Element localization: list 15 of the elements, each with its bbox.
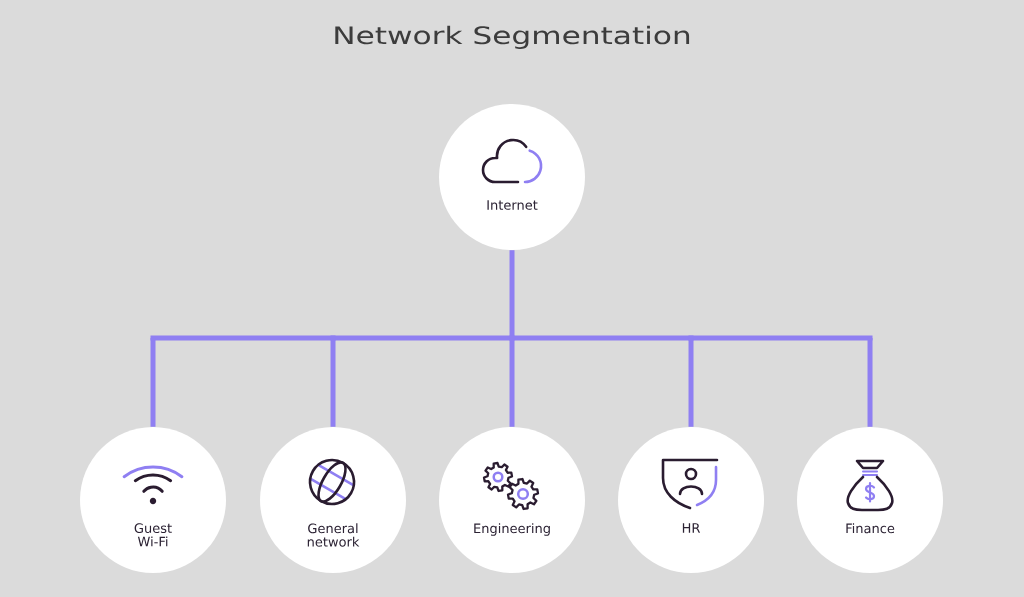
circle-node: Finance <box>797 427 943 573</box>
connector-line <box>150 338 156 427</box>
connector-line <box>867 338 873 427</box>
connector-line <box>688 338 694 427</box>
circle-node: General network <box>260 427 406 573</box>
title: Network Segmentation <box>335 25 690 49</box>
connector-line <box>330 338 336 427</box>
circle-node: Internet <box>439 104 585 250</box>
circle-node: Engineering <box>439 427 585 573</box>
circle-node: HR <box>618 427 764 573</box>
connector-line <box>688 335 873 341</box>
connector-line <box>509 338 515 427</box>
connector-line <box>150 335 336 341</box>
connector-line <box>509 250 515 338</box>
circle-node: Guest Wi-Fi <box>80 427 226 573</box>
